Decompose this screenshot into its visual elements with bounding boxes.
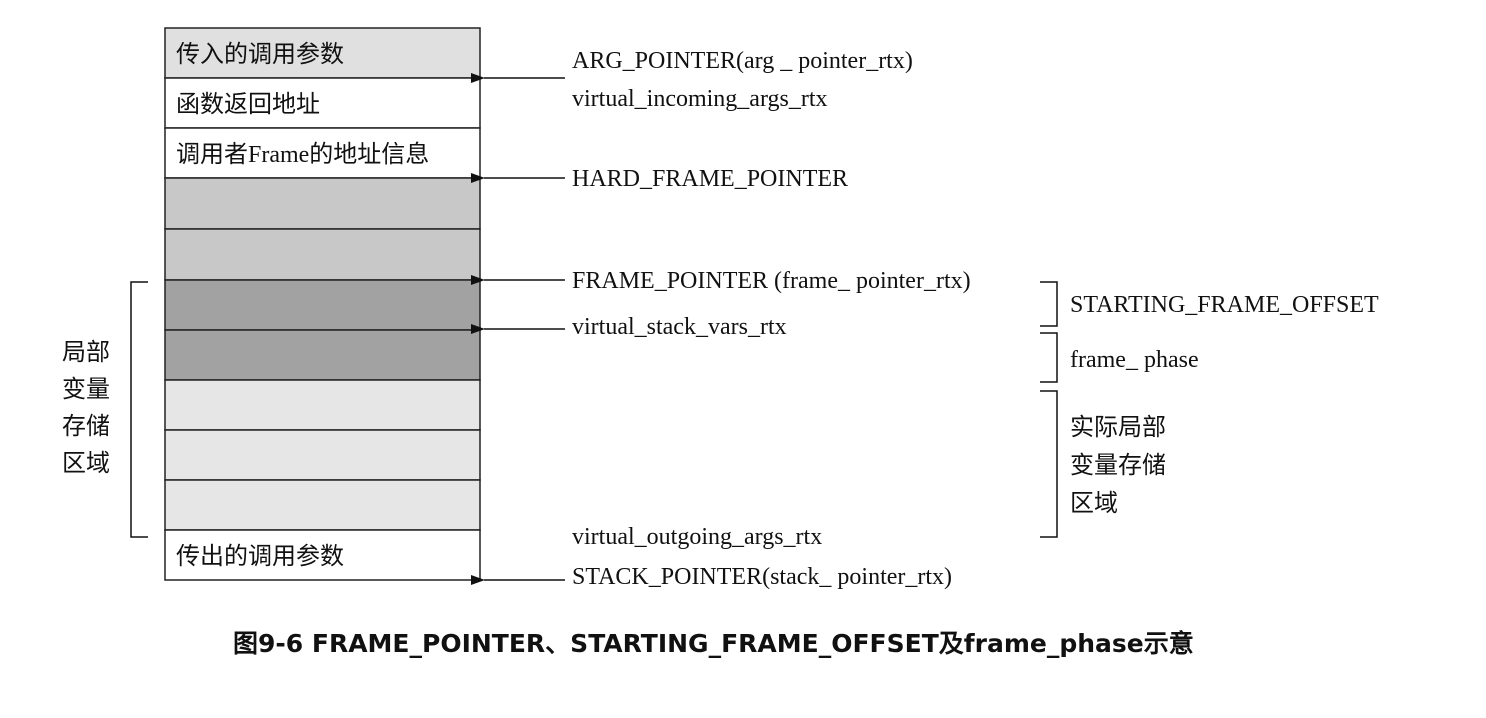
pointer-arrows (471, 73, 565, 585)
stack-cell (164, 429, 481, 481)
label-virtual-outgoing-args: virtual_outgoing_args_rtx (572, 524, 822, 550)
stack-cell (164, 479, 481, 531)
bracket-frame-phase (1040, 332, 1058, 383)
bracket-actual-local-storage (1040, 390, 1058, 538)
stack-cell (164, 177, 481, 230)
left-label-line4: 区域 (62, 450, 110, 477)
label-stack-pointer: STACK_POINTER(stack_ pointer_rtx) (572, 564, 952, 590)
label-actual-local-line3: 区域 (1070, 490, 1118, 517)
bracket-local-variable-area (130, 281, 148, 538)
stack-cell (164, 127, 481, 179)
label-virtual-stack-vars: virtual_stack_vars_rtx (572, 314, 787, 340)
label-hard-frame-pointer: HARD_FRAME_POINTER (572, 166, 848, 192)
left-label-line1: 局部 (62, 339, 110, 366)
label-arg-pointer: ARG_POINTER(arg _ pointer_rtx) (572, 48, 913, 74)
stack-cell (164, 228, 481, 281)
cell-label-caller-frame: 调用者Frame的地址信息 (176, 141, 429, 168)
label-starting-frame-offset: STARTING_FRAME_OFFSET (1070, 292, 1379, 318)
cell-label-return-address: 函数返回地址 (176, 91, 320, 118)
bracket-starting-frame-offset (1040, 281, 1058, 327)
label-actual-local-line1: 实际局部 (1070, 414, 1166, 441)
cell-label-incoming-args: 传入的调用参数 (176, 41, 344, 68)
label-frame-pointer: FRAME_POINTER (frame_ pointer_rtx) (572, 268, 971, 294)
figure-caption: 图9-6 FRAME_POINTER、STARTING_FRAME_OFFSET… (233, 629, 1194, 658)
label-actual-local-line2: 变量存储 (1070, 452, 1166, 479)
stack-cell (164, 529, 481, 581)
stack-cell (164, 379, 481, 431)
stack-cell (164, 279, 481, 331)
stack-cell (164, 27, 481, 79)
cell-label-outgoing-args: 传出的调用参数 (176, 543, 344, 570)
left-label-line3: 存储 (62, 413, 110, 440)
stack-cell (164, 329, 481, 381)
left-label-line2: 变量 (62, 376, 110, 403)
stack-column: 传入的调用参数 函数返回地址 调用者Frame的地址信息 传出的调用参数 (164, 27, 481, 581)
label-frame-phase: frame_ phase (1070, 347, 1199, 373)
stack-cell (164, 77, 481, 129)
label-virtual-incoming-args: virtual_incoming_args_rtx (572, 86, 828, 112)
